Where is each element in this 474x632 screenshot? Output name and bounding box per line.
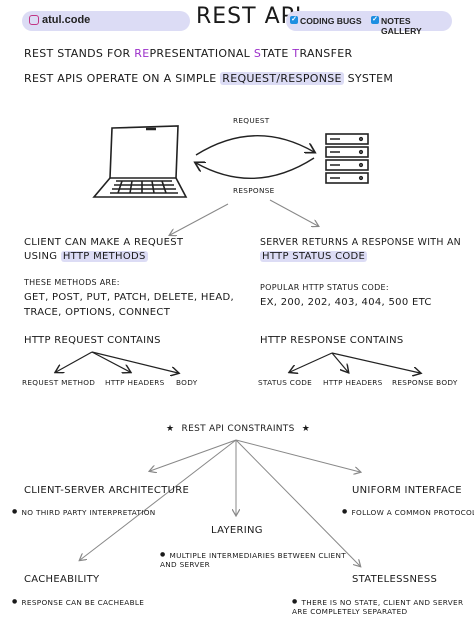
intro-text: SYSTEM bbox=[343, 72, 394, 85]
response-arrow bbox=[196, 157, 315, 179]
constraint-client-server-note: NO THIRD PARTY INTERPRETATION bbox=[12, 508, 156, 517]
highlight-http-methods: HTTP METHODS bbox=[60, 251, 148, 262]
constraints-title-row: ★ REST API CONSTRAINTS ★ bbox=[166, 424, 310, 434]
intro-text: REST STANDS FOR bbox=[24, 47, 135, 60]
author-handle: atul.code bbox=[42, 14, 91, 26]
badge-notes-gallery: NOTES GALLERY bbox=[381, 16, 422, 36]
request-contains-heading: HTTP REQUEST CONTAINS bbox=[24, 335, 161, 346]
acronym-letter: S bbox=[253, 47, 262, 60]
author-handle-pill: atul.code bbox=[22, 11, 190, 31]
highlight-request-response: REQUEST/RESPONSE bbox=[220, 72, 344, 85]
response-parts-branches bbox=[290, 352, 420, 373]
request-part-body: BODY bbox=[176, 378, 198, 387]
page-title: REST API bbox=[196, 4, 303, 29]
constraint-client-server: CLIENT-SERVER ARCHITECTURE bbox=[24, 485, 190, 496]
response-part-status: STATUS CODE bbox=[258, 378, 313, 387]
constraints-title: REST API CONSTRAINTS bbox=[181, 424, 295, 434]
rest-operation: REST APIS OPERATE ON A SIMPLE REQUEST/RE… bbox=[24, 72, 393, 85]
response-part-headers: HTTP HEADERS bbox=[323, 378, 383, 387]
constraint-cacheability: CACHEABILITY bbox=[24, 574, 100, 585]
methods-list-line1: GET, POST, PUT, PATCH, DELETE, HEAD, bbox=[24, 292, 234, 303]
server-pointer-arrow bbox=[269, 199, 318, 226]
acronym-letter: RE bbox=[134, 47, 150, 60]
response-contains-heading: HTTP RESPONSE CONTAINS bbox=[260, 335, 404, 346]
constraint-layering: LAYERING bbox=[211, 525, 263, 536]
constraint-statelessness-note: THERE IS NO STATE, CLIENT AND SERVER ARE… bbox=[292, 598, 468, 616]
response-label: RESPONSE bbox=[233, 186, 275, 195]
constraint-cacheability-note: RESPONSE CAN BE CACHEABLE bbox=[12, 598, 144, 607]
laptop-icon bbox=[92, 125, 188, 198]
methods-label: THESE METHODS ARE: bbox=[24, 278, 120, 287]
status-codes-label: POPULAR HTTP STATUS CODE: bbox=[260, 283, 389, 292]
response-part-body: RESPONSE BODY bbox=[392, 378, 458, 387]
constraint-uniform-interface: UNIFORM INTERFACE bbox=[352, 485, 462, 496]
intro-text: PRESENTATIONAL bbox=[149, 47, 254, 60]
constraint-statelessness: STATELESSNESS bbox=[352, 574, 438, 585]
server-heading: SERVER RETURNS A RESPONSE WITH AN bbox=[260, 237, 461, 248]
request-parts-branches bbox=[56, 351, 178, 373]
star-icon: ★ bbox=[301, 424, 311, 434]
constraint-branches bbox=[80, 439, 360, 566]
methods-list-line2: TRACE, OPTIONS, CONNECT bbox=[24, 307, 171, 318]
client-pointer-arrow bbox=[170, 203, 229, 235]
client-heading: CLIENT CAN MAKE A REQUEST bbox=[24, 237, 184, 248]
brand-badges-pill: ✓ CODING BUGS ✓ NOTES GALLERY bbox=[286, 11, 452, 36]
server-heading-line2: HTTP STATUS CODE bbox=[260, 251, 368, 262]
request-part-method: REQUEST METHOD bbox=[22, 378, 96, 387]
intro-text: TATE bbox=[261, 47, 293, 60]
request-arrow bbox=[195, 135, 314, 156]
server-icon bbox=[325, 133, 369, 184]
acronym-letter: T bbox=[292, 47, 300, 60]
intro-text: REST APIS OPERATE ON A SIMPLE bbox=[24, 72, 221, 85]
highlight-http-status-code: HTTP STATUS CODE bbox=[260, 251, 368, 262]
constraint-uniform-interface-note: FOLLOW A COMMON PROTOCOL bbox=[342, 508, 474, 517]
check-icon: ✓ bbox=[371, 16, 379, 24]
client-heading-text: USING bbox=[24, 251, 61, 262]
star-icon: ★ bbox=[166, 424, 175, 434]
badge-coding-bugs: CODING BUGS bbox=[300, 16, 362, 26]
check-icon: ✓ bbox=[290, 16, 298, 24]
request-part-headers: HTTP HEADERS bbox=[105, 378, 165, 387]
request-label: REQUEST bbox=[233, 116, 270, 125]
client-heading-line2: USING HTTP METHODS bbox=[24, 251, 148, 262]
status-codes-list: EX, 200, 202, 403, 404, 500 ETC bbox=[260, 297, 432, 308]
constraint-layering-note: MULTIPLE INTERMEDIARIES BETWEEN CLIENT A… bbox=[160, 551, 350, 569]
instagram-icon bbox=[29, 15, 39, 25]
intro-text: RANSFER bbox=[299, 47, 353, 60]
rest-definition: REST STANDS FOR REPRESENTATIONAL STATE T… bbox=[24, 47, 352, 60]
